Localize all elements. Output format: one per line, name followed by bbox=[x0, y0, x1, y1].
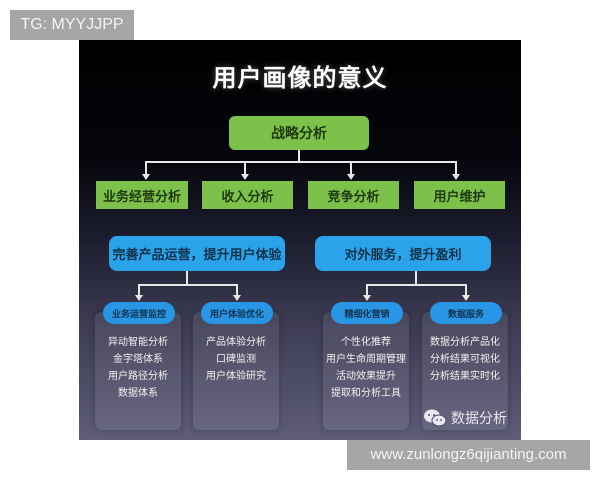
connector bbox=[145, 161, 147, 175]
pill-experience-optimization: 用户体验优化 bbox=[201, 302, 273, 324]
group-card bbox=[95, 312, 181, 430]
goal-product-operation: 完善产品运营，提升用户体验 bbox=[109, 236, 285, 271]
arrow-icon bbox=[135, 295, 143, 301]
connector bbox=[350, 161, 352, 175]
node-revenue-analysis: 收入分析 bbox=[202, 181, 293, 209]
goal-external-service: 对外服务，提升盈利 bbox=[315, 236, 491, 271]
diagram-panel: 用户画像的意义 战略分析 业务经营分析 收入分析 竞争分析 用户维护 完善产品运… bbox=[79, 40, 521, 440]
connector bbox=[455, 161, 457, 175]
pill-data-service: 数据服务 bbox=[430, 302, 502, 324]
list-item: 活动效果提升 bbox=[336, 371, 396, 382]
connector bbox=[244, 161, 246, 175]
list-item: 个性化推荐 bbox=[341, 337, 391, 348]
connector bbox=[366, 284, 368, 296]
group-items: 数据分析产品化 分析结果可视化 分析结果实时化 bbox=[422, 334, 508, 385]
list-item: 用户体验研究 bbox=[206, 371, 266, 382]
arrow-icon bbox=[462, 295, 470, 301]
connector bbox=[415, 271, 417, 285]
connector bbox=[145, 161, 457, 163]
wechat-icon bbox=[424, 409, 447, 427]
list-item: 口碑监测 bbox=[216, 354, 256, 365]
list-item: 用户路径分析 bbox=[108, 371, 168, 382]
connector bbox=[465, 284, 467, 296]
wechat-watermark: 数据分析 bbox=[423, 408, 507, 428]
list-item: 提取和分析工具 bbox=[331, 388, 401, 399]
list-item: 数据体系 bbox=[118, 388, 158, 399]
node-competition-analysis: 竞争分析 bbox=[308, 181, 399, 209]
diagram-title: 用户画像的意义 bbox=[212, 64, 388, 92]
connector bbox=[186, 271, 188, 285]
connector bbox=[138, 284, 236, 286]
node-business-analysis: 业务经营分析 bbox=[96, 181, 188, 209]
list-item: 分析结果实时化 bbox=[430, 371, 500, 382]
pill-precision-marketing: 精细化营销 bbox=[331, 302, 403, 324]
group-card bbox=[193, 312, 279, 430]
list-item: 分析结果可视化 bbox=[430, 354, 500, 365]
arrow-icon bbox=[363, 295, 371, 301]
group-items: 异动智能分析 金字塔体系 用户路径分析 数据体系 bbox=[95, 334, 181, 402]
group-card bbox=[422, 312, 508, 430]
connector bbox=[138, 284, 140, 296]
watermark-text: 数据分析 bbox=[451, 411, 507, 427]
pill-business-monitoring: 业务运营监控 bbox=[103, 302, 175, 324]
list-item: 异动智能分析 bbox=[108, 337, 168, 348]
node-user-maintenance: 用户维护 bbox=[414, 181, 505, 209]
arrow-icon bbox=[241, 174, 249, 180]
url-label: www.zunlongz6qijianting.com bbox=[347, 440, 590, 470]
list-item: 金字塔体系 bbox=[113, 354, 163, 365]
node-strategy-analysis: 战略分析 bbox=[229, 116, 369, 150]
list-item: 用户生命周期管理 bbox=[326, 354, 406, 365]
tg-label: TG: MYYJJPP bbox=[10, 10, 134, 40]
group-items: 产品体验分析 口碑监测 用户体验研究 bbox=[193, 334, 279, 385]
connector bbox=[236, 284, 238, 296]
arrow-icon bbox=[452, 174, 460, 180]
list-item: 数据分析产品化 bbox=[430, 337, 500, 348]
connector bbox=[366, 284, 465, 286]
arrow-icon bbox=[347, 174, 355, 180]
connector bbox=[298, 150, 300, 162]
group-items: 个性化推荐 用户生命周期管理 活动效果提升 提取和分析工具 bbox=[317, 334, 415, 402]
arrow-icon bbox=[233, 295, 241, 301]
list-item: 产品体验分析 bbox=[206, 337, 266, 348]
group-card bbox=[323, 312, 409, 430]
arrow-icon bbox=[142, 174, 150, 180]
